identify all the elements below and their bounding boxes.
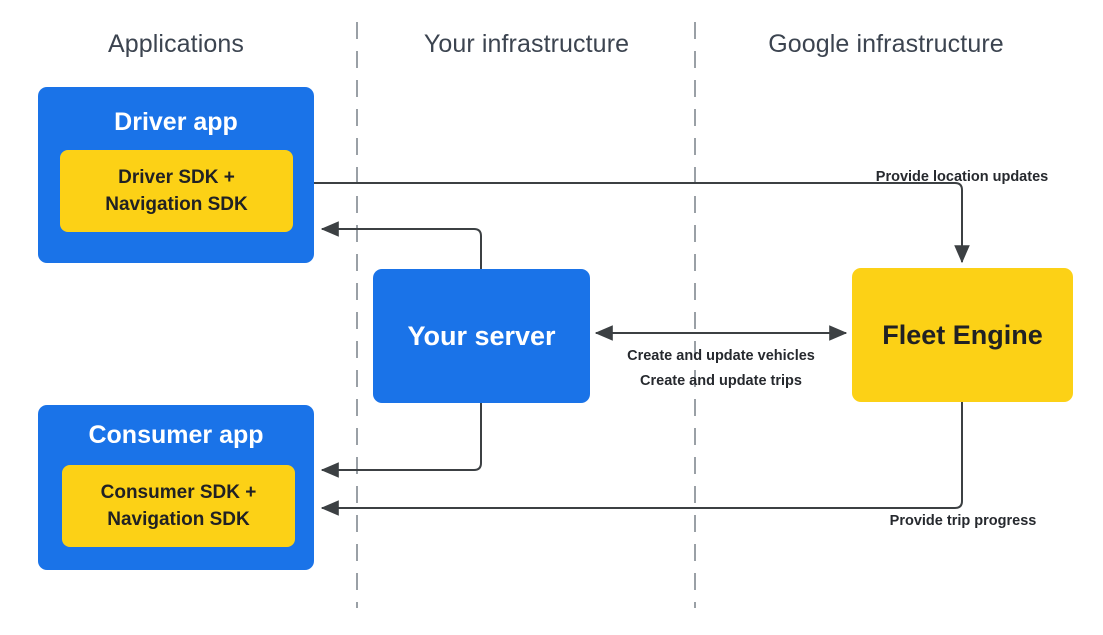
wire-server-to-consumer-app [320, 403, 482, 478]
wire-server-to-driver-app [320, 221, 482, 269]
edge-label-provide-location-updates: Provide location updates [875, 169, 1049, 185]
driver-sdk-line-2: Navigation SDK [105, 194, 248, 215]
column-header-your-infrastructure: Your infrastructure [423, 30, 630, 58]
edge-label-provide-trip-progress: Provide trip progress [889, 513, 1037, 529]
edge-label-create-update-vehicles: Create and update vehicles [627, 348, 815, 364]
node-driver-sdk[interactable]: Driver SDK + Navigation SDK [60, 150, 293, 232]
wire-provide-trip-progress [320, 402, 963, 516]
node-your-server[interactable]: Your server [373, 269, 590, 403]
node-consumer-app[interactable]: Consumer app Consumer SDK + Navigation S… [38, 405, 314, 570]
consumer-app-title: Consumer app [88, 421, 264, 449]
node-consumer-sdk[interactable]: Consumer SDK + Navigation SDK [62, 465, 295, 547]
driver-sdk-line-1: Driver SDK + [118, 167, 235, 188]
fleet-engine-label: Fleet Engine [882, 319, 1043, 350]
node-fleet-engine[interactable]: Fleet Engine [852, 268, 1073, 402]
wire-provide-location-updates [293, 182, 970, 264]
edge-label-create-update-trips: Create and update trips [640, 373, 802, 389]
consumer-sdk-line-1: Consumer SDK + [100, 482, 257, 503]
your-server-label: Your server [407, 320, 556, 351]
node-driver-app[interactable]: Driver app Driver SDK + Navigation SDK [38, 87, 314, 263]
consumer-sdk-line-2: Navigation SDK [107, 509, 250, 530]
driver-app-title: Driver app [114, 108, 238, 136]
column-header-google-infrastructure: Google infrastructure [768, 30, 1004, 58]
column-header-applications: Applications [107, 30, 244, 58]
